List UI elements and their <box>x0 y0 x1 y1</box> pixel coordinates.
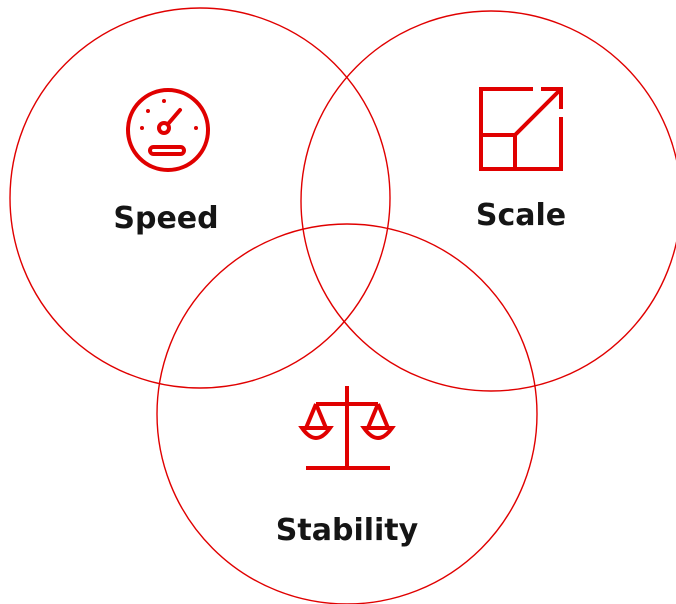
circle-stability <box>156 223 538 604</box>
speedometer-icon <box>126 88 210 172</box>
label-speed: Speed <box>113 201 218 236</box>
circle-speed <box>9 7 391 389</box>
label-stability: Stability <box>276 513 419 548</box>
circle-scale <box>300 10 676 392</box>
resize-arrow-icon <box>479 87 563 171</box>
label-scale: Scale <box>476 198 566 233</box>
balance-scale-icon <box>298 386 396 470</box>
speedometer-tick-dots <box>140 99 198 130</box>
